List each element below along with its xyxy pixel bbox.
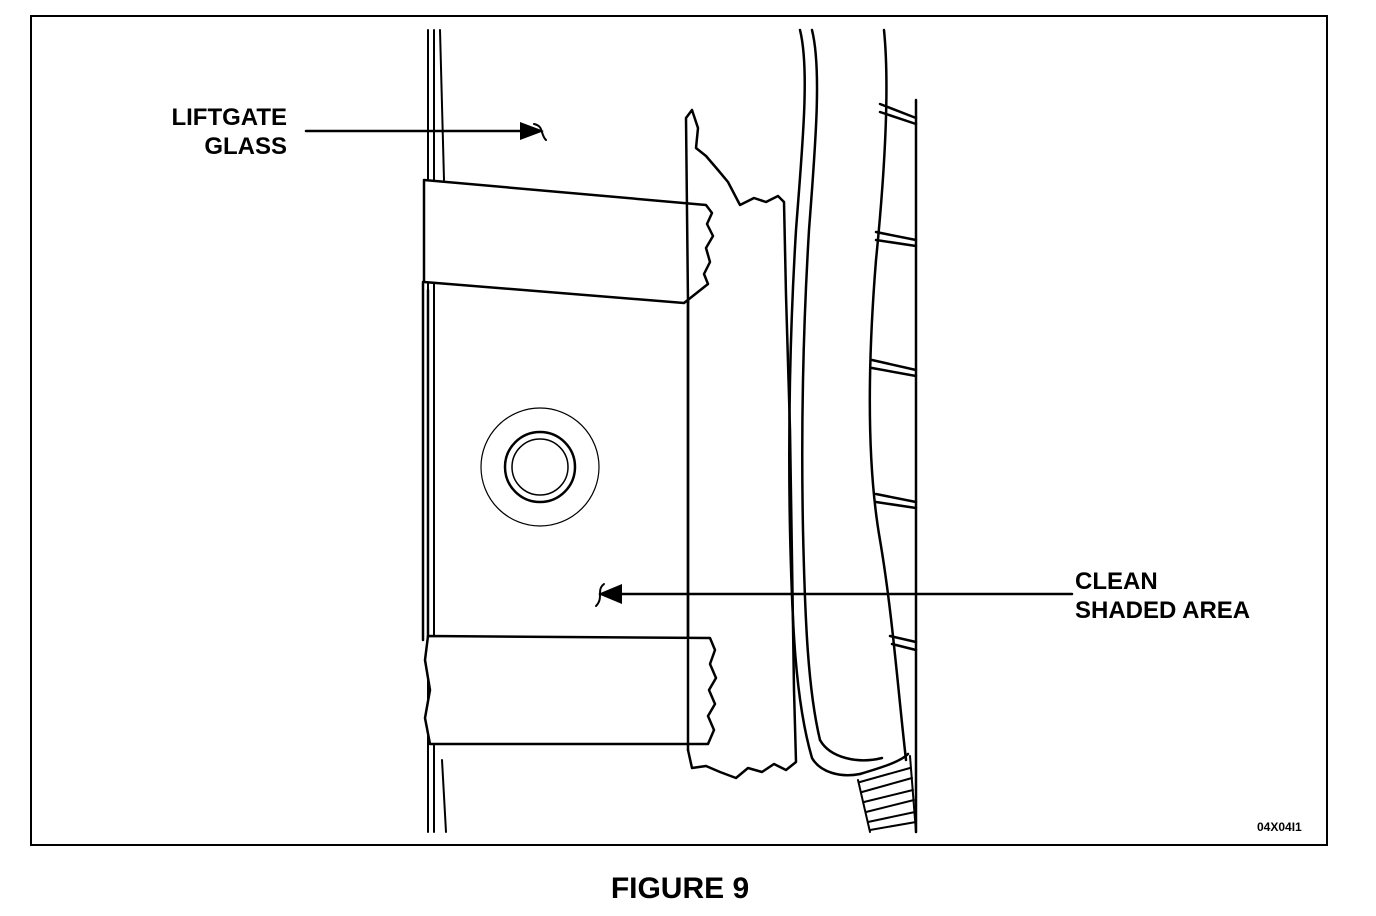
vertical-tape: [684, 108, 798, 780]
clean-shaded-area-label-line1: CLEAN: [1075, 568, 1158, 595]
clean-leader-arrow: [595, 583, 1074, 607]
figure-code: 04X04I1: [1257, 820, 1302, 834]
liftgate-arrowhead: [520, 122, 544, 140]
figure-frame: [30, 15, 1328, 846]
clean-shaded-area-label-line2: SHADED AREA: [1075, 597, 1251, 624]
clean-arrowhead: [598, 584, 622, 604]
lower-tape: [423, 634, 718, 746]
liftgate-glass-label-line2: GLASS: [204, 133, 287, 160]
weatherstrip-seal: [788, 28, 918, 834]
liftgate-leader-arrow: [304, 123, 547, 141]
clean-shaded-area-label: CLEAN SHADED AREA: [1075, 567, 1250, 625]
mounting-hole: [480, 407, 600, 527]
clean-shaded-area: [426, 288, 690, 642]
liftgate-glass-label-line1: LIFTGATE: [171, 104, 287, 131]
coiled-wire: [857, 755, 917, 833]
liftgate-glass-label: LIFTGATE GLASS: [171, 103, 287, 161]
upper-tape: [422, 178, 715, 305]
figure-caption: FIGURE 9: [610, 872, 750, 905]
